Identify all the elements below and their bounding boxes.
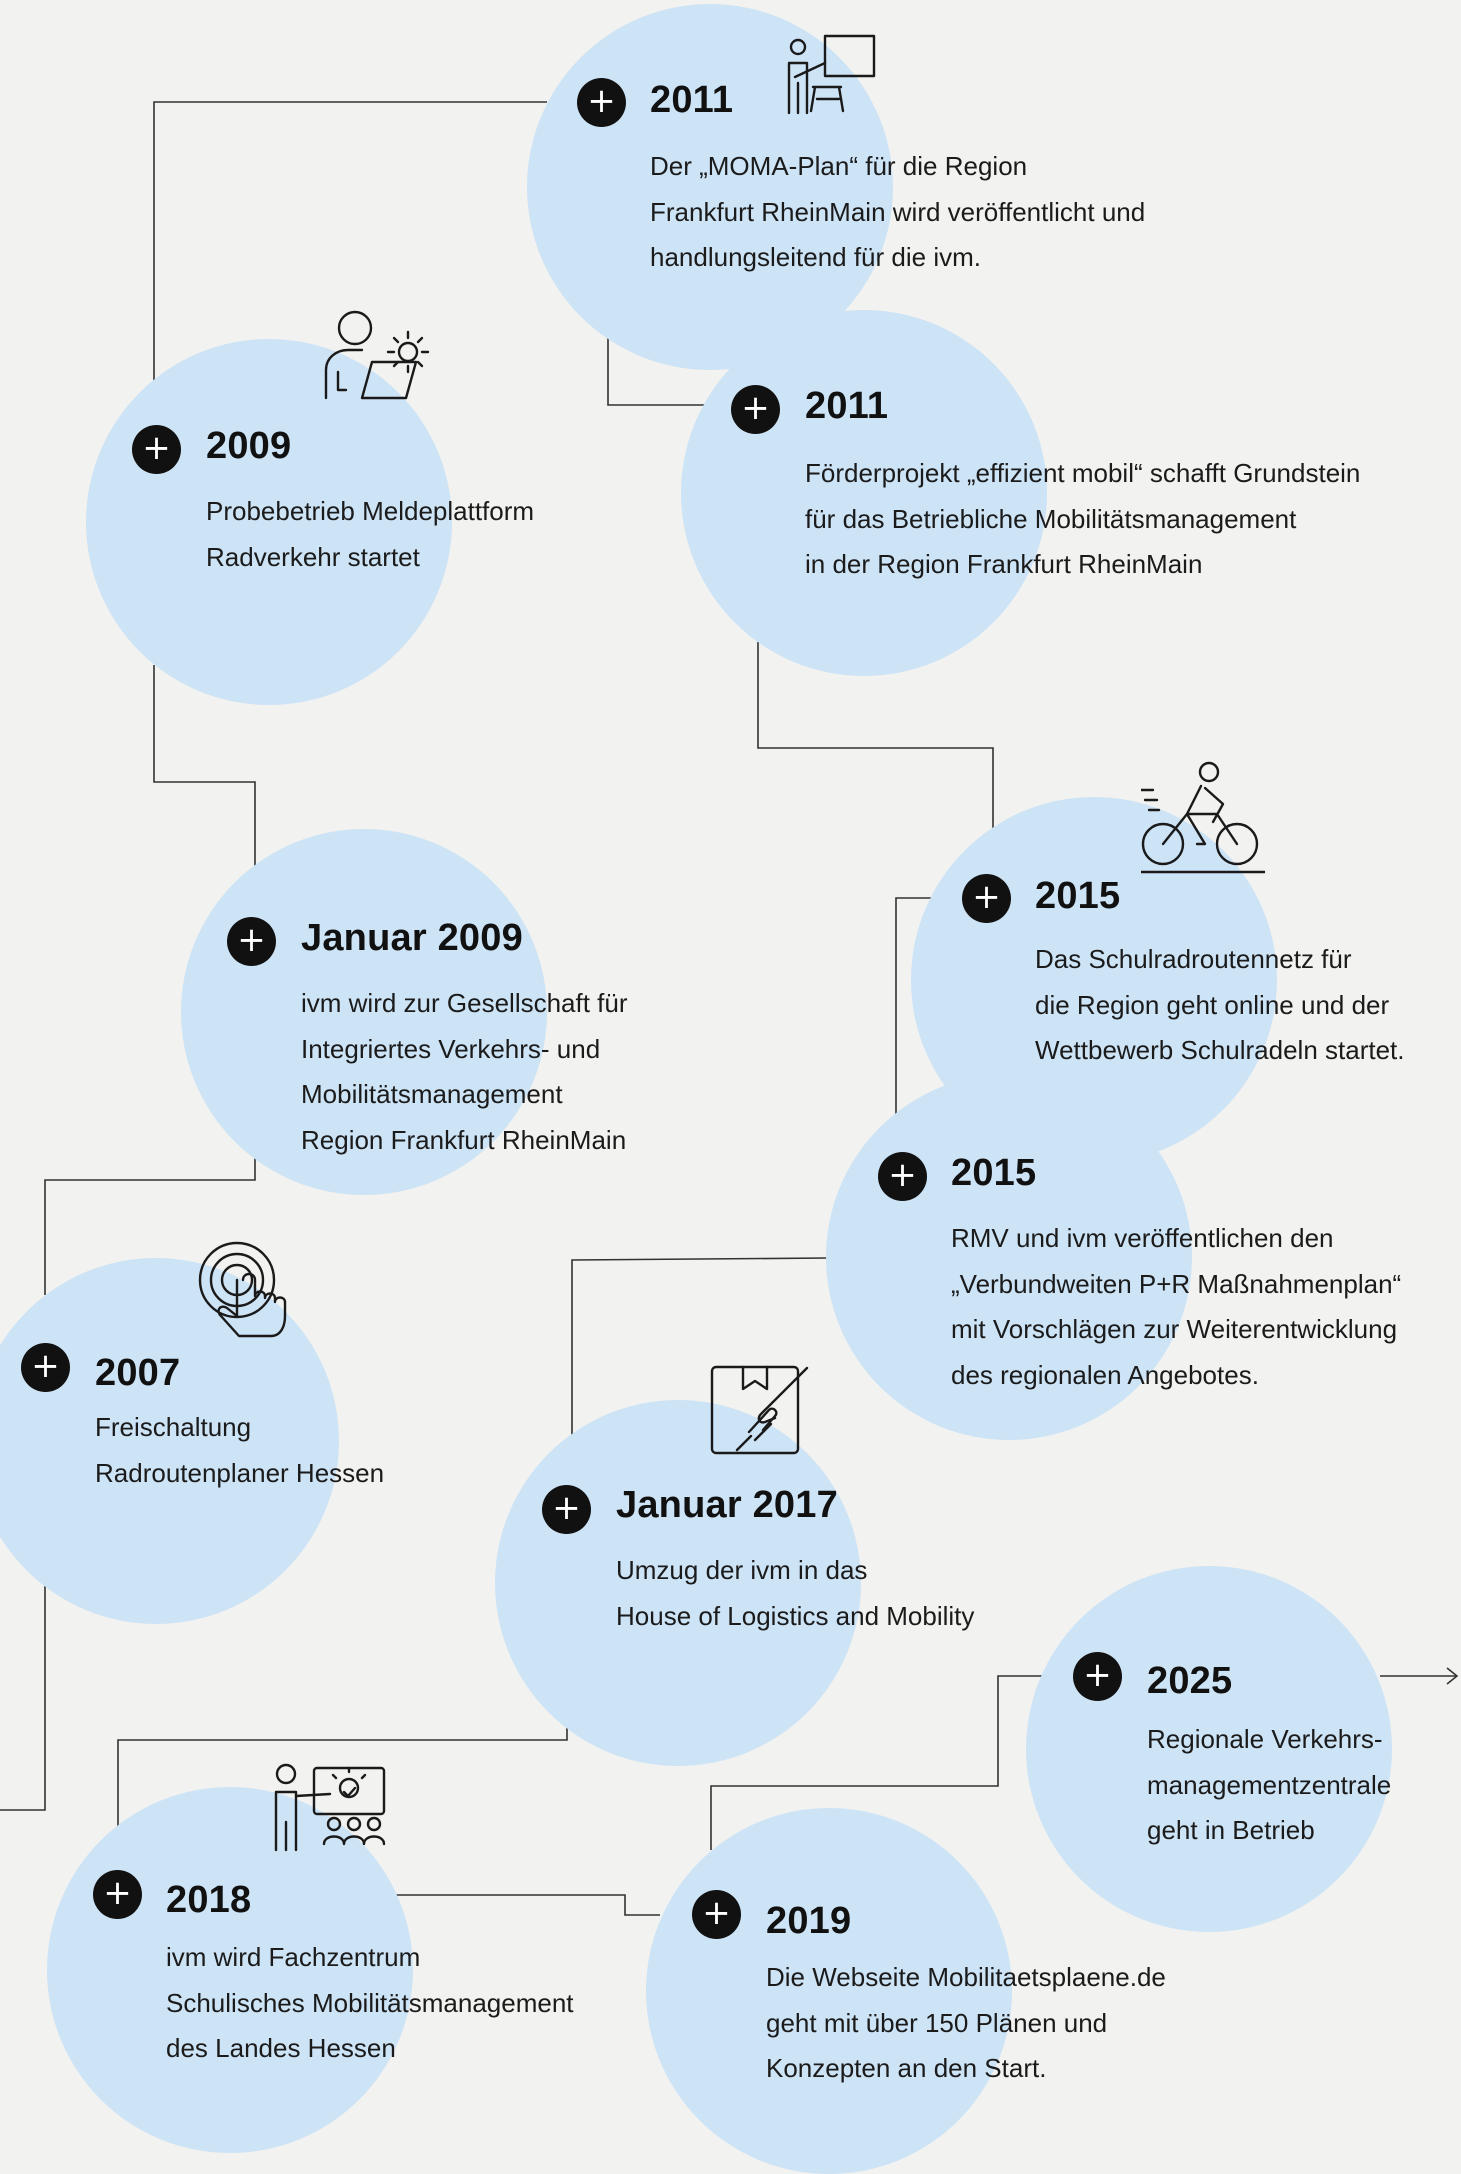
bubble-2011-moma <box>527 4 893 370</box>
bubble-2009 <box>86 339 452 705</box>
entry-year: 2011 <box>805 385 889 427</box>
connector-2015-to-jan2017 <box>571 1257 829 1438</box>
expand-button[interactable]: + <box>93 1870 142 1919</box>
entry-year: 2009 <box>206 425 292 467</box>
teacher-audience-icon <box>272 1762 390 1854</box>
expand-button[interactable]: + <box>962 874 1011 923</box>
entry-year: Januar 2017 <box>616 1484 838 1526</box>
cyclist-icon <box>1141 760 1265 876</box>
connector-2019-to-2025 <box>710 1675 1060 1850</box>
expand-button[interactable]: + <box>132 425 181 474</box>
entry-year: 2019 <box>766 1900 852 1942</box>
entry-year: 2018 <box>166 1879 252 1921</box>
touch-hand-icon <box>197 1240 301 1340</box>
connector-2018-to-2019 <box>395 1894 660 1916</box>
package-hand-icon <box>709 1364 811 1458</box>
person-laptop-gear-icon <box>322 306 434 402</box>
entry-year: 2015 <box>1035 875 1121 917</box>
bubble-2018 <box>47 1787 413 2153</box>
entry-year: 2025 <box>1147 1660 1233 1702</box>
bubble-2025 <box>1026 1566 1392 1932</box>
expand-button[interactable]: + <box>1073 1652 1122 1701</box>
connector-2007-left <box>0 1586 46 1811</box>
connector-jan2009-to-2007 <box>44 1146 256 1295</box>
expand-button[interactable]: + <box>542 1485 591 1534</box>
connector-2011-to-2009 <box>153 101 547 380</box>
expand-button[interactable]: + <box>21 1343 70 1392</box>
presentation-board-icon <box>785 33 877 117</box>
expand-button[interactable]: + <box>878 1152 927 1201</box>
bubble-2007 <box>0 1258 339 1624</box>
entry-description: Förderprojekt „effizient mobil“ schafft … <box>805 458 1361 579</box>
bubble-2019 <box>646 1808 1012 2174</box>
expand-button[interactable]: + <box>731 385 780 434</box>
connector-2011-to-2011 <box>607 338 705 406</box>
bubble-2011-foerder <box>681 310 1047 676</box>
bubble-2015-pr <box>826 1074 1192 1440</box>
bubble-jan2009 <box>181 829 547 1195</box>
entry-year: Januar 2009 <box>301 917 523 959</box>
expand-button[interactable]: + <box>577 78 626 127</box>
connector-jan2017-to-2018 <box>117 1720 568 1830</box>
entry-year: 2011 <box>650 79 734 121</box>
bubble-jan2017 <box>495 1400 861 1766</box>
entry-year: 2015 <box>951 1152 1037 1194</box>
entry-description: RMV und ivm veröffentlichen den„Verbundw… <box>951 1223 1402 1390</box>
entry-year: 2007 <box>95 1352 181 1394</box>
arrow-head-icon <box>1446 1667 1459 1685</box>
expand-button[interactable]: + <box>227 917 276 966</box>
connector-2009-to-jan2009 <box>153 665 256 868</box>
connector-2011-to-2015 <box>757 642 994 830</box>
expand-button[interactable]: + <box>692 1890 741 1939</box>
